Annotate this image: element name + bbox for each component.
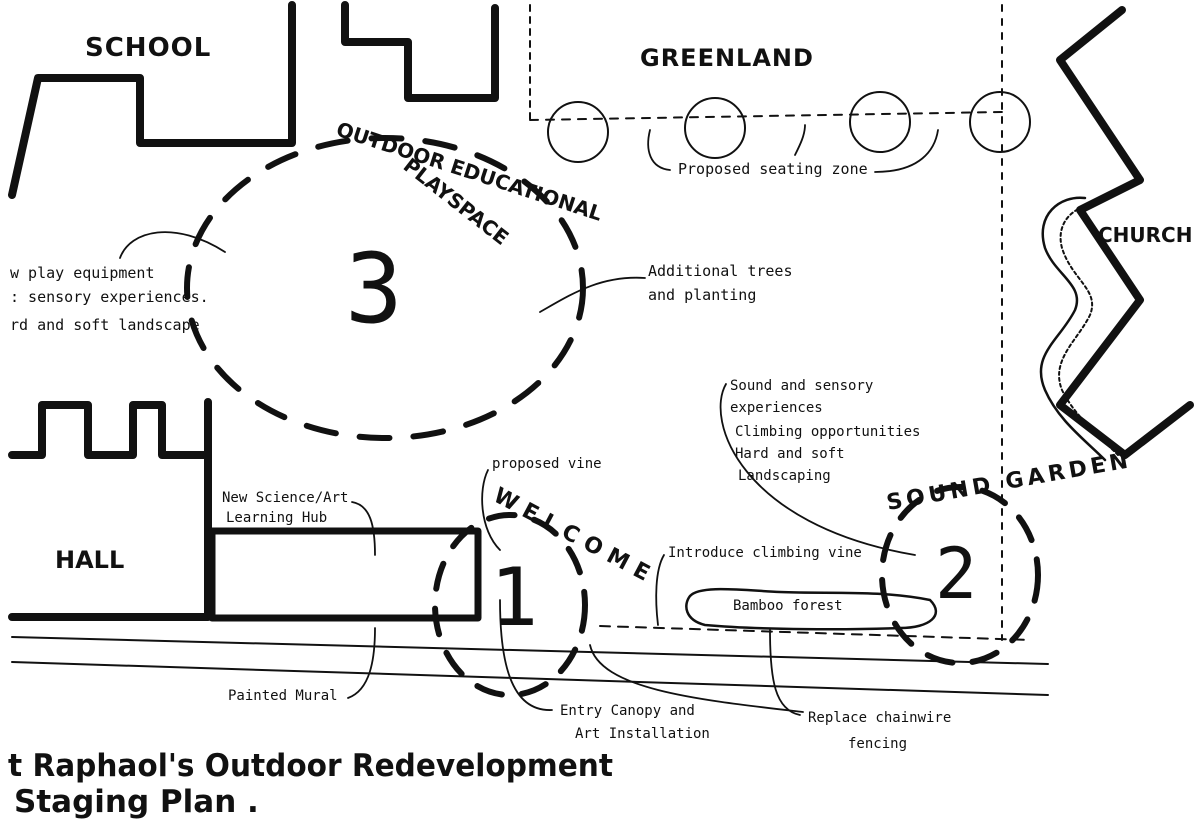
tree: [849, 91, 911, 153]
fencing-arrow-2: [589, 644, 804, 713]
hub-note-line1: New Science/Art: [222, 490, 348, 506]
zone-2-label: SOUND GARDEN: [885, 448, 1134, 516]
seating-arrows: [647, 124, 939, 173]
church-building: [1056, 6, 1194, 459]
hall-building: [8, 398, 212, 621]
fencing-note-line1: Replace chainwire: [808, 710, 951, 726]
hub-note-line2: Learning Hub: [226, 510, 327, 526]
fencing-arrow: [769, 629, 801, 716]
hub-arrow: [351, 501, 376, 556]
zone-2-outline: [879, 484, 1041, 666]
zone-3-outline: [184, 135, 586, 441]
sound-note-line3: Climbing opportunities: [735, 424, 920, 440]
tree: [547, 101, 609, 163]
bamboo-label: Bamboo forest: [733, 598, 843, 614]
canopy-note-line1: Entry Canopy and: [560, 703, 695, 719]
street-fence: [11, 625, 1049, 696]
vine-arrow: [481, 469, 501, 551]
trees-arrow: [539, 276, 646, 313]
mural-note: Painted Mural: [228, 688, 338, 704]
vine-note: proposed vine: [492, 456, 602, 472]
greenland-label: GREENLAND: [640, 44, 814, 72]
zone-1-number: 1: [490, 551, 538, 644]
zone-3-number: 3: [345, 233, 403, 345]
play-note-line3: rd and soft landscape: [10, 316, 200, 334]
climbing-vine-note: Introduce climbing vine: [668, 545, 862, 561]
climbing-vine-arrow: [655, 554, 665, 626]
seating-note: Proposed seating zone: [678, 160, 868, 178]
sound-note-line1: Sound and sensory: [730, 378, 873, 394]
canopy-note-line2: Art Installation: [575, 726, 710, 742]
tree-row: [547, 91, 1031, 163]
play-note-line2: : sensory experiences.: [10, 288, 209, 306]
canopy-arrow: [499, 599, 553, 711]
hall-label: HALL: [55, 546, 124, 574]
fencing-note-line2: fencing: [848, 736, 907, 752]
tree: [969, 91, 1031, 153]
learning-hub-building: [208, 527, 482, 622]
hedge-shrub-outer: [1058, 204, 1119, 456]
trees-note-line2: and planting: [648, 286, 756, 304]
hedge-shrub: [1039, 196, 1107, 462]
mural-arrow: [347, 627, 376, 699]
sound-note-line5: Landscaping: [738, 468, 831, 484]
plan-title-line1: t Raphaol's Outdoor Redevelopment: [8, 748, 613, 784]
plan-title-line2: Staging Plan .: [14, 784, 259, 820]
zone-1-outline: [432, 512, 588, 698]
sound-arrow: [719, 383, 916, 556]
sound-note-line2: experiences: [730, 400, 823, 416]
play-arrow: [119, 231, 226, 259]
zone-2-number: 2: [935, 533, 977, 615]
church-label: CHURCH: [1098, 223, 1192, 247]
trees-note-line1: Additional trees: [648, 262, 793, 280]
sound-note-line4: Hard and soft: [735, 446, 845, 462]
bamboo-forest-shape: [685, 587, 937, 631]
greenland-boundary: [529, 4, 1003, 641]
play-note-line1: w play equipment: [10, 264, 155, 282]
school-label: SCHOOL: [85, 33, 211, 63]
tree: [684, 97, 746, 159]
school-building: [8, 1, 499, 199]
